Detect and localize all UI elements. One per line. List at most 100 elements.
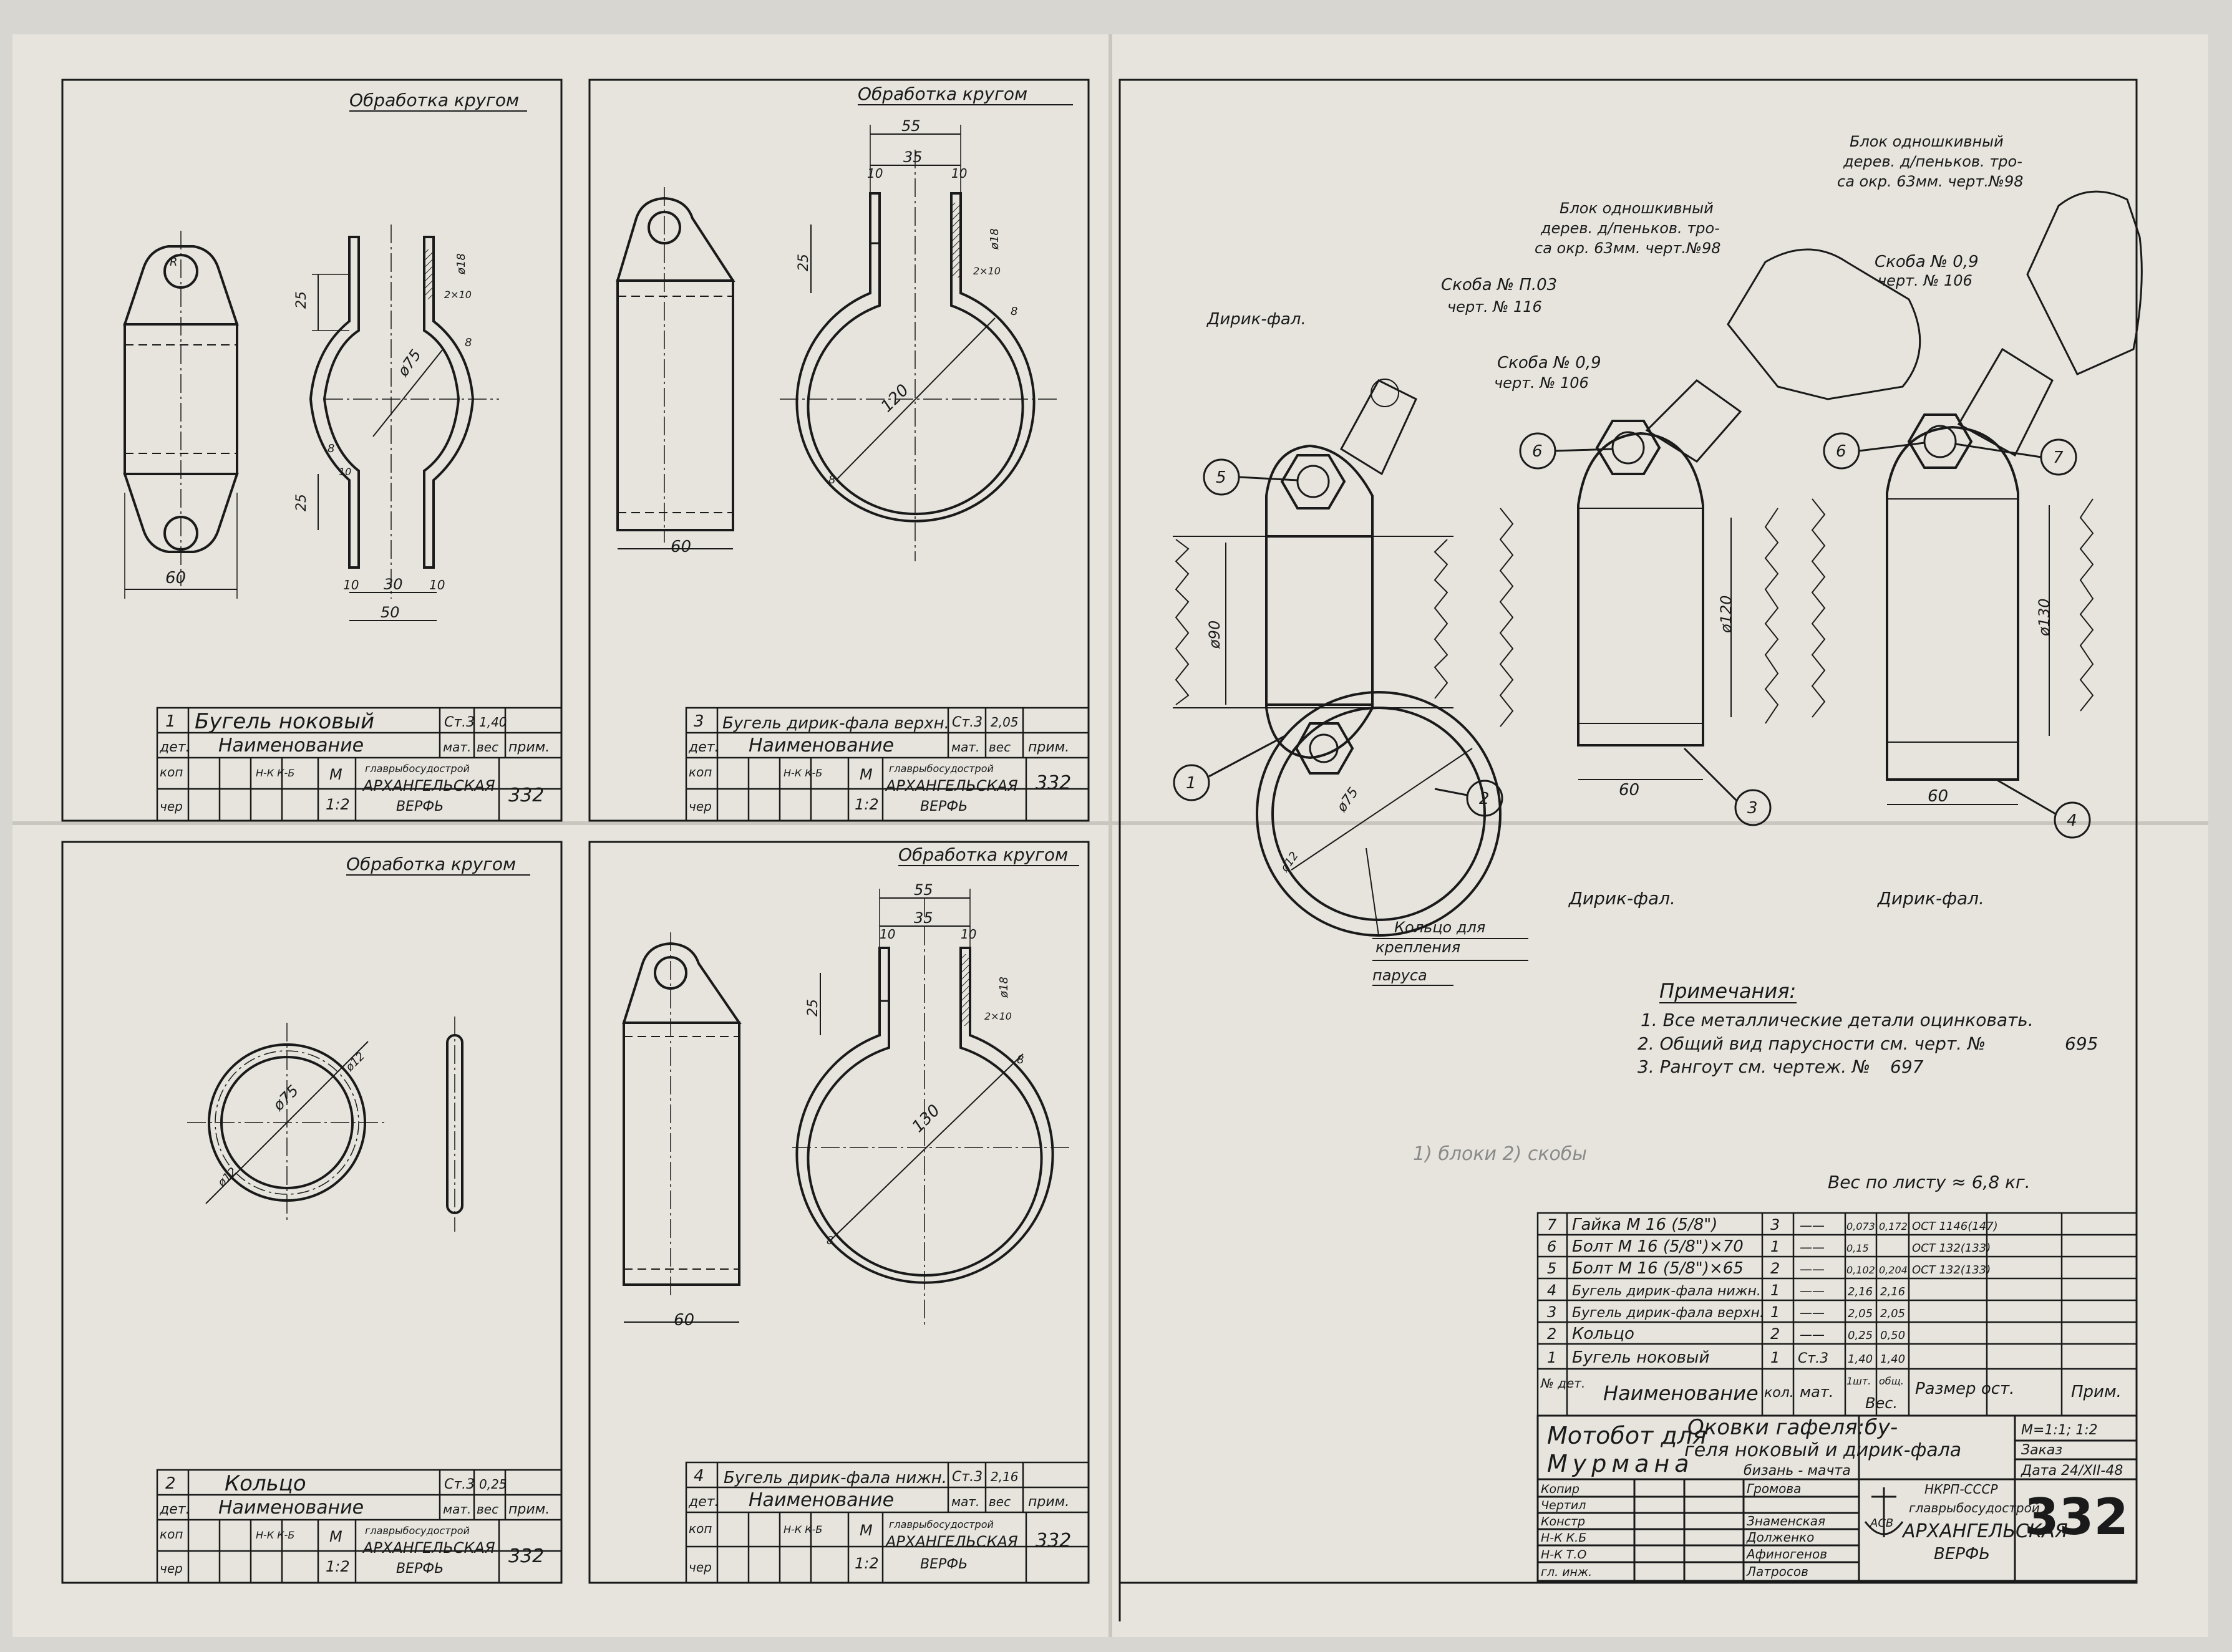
svg-text:геля ноковый и дирик-фала: геля ноковый и дирик-фала	[1684, 1439, 1961, 1461]
svg-text:332: 332	[1036, 1530, 1071, 1552]
svg-text:0,50: 0,50	[1880, 1329, 1905, 1342]
svg-text:60: 60	[671, 538, 691, 556]
svg-text:2,16: 2,16	[991, 1469, 1019, 1484]
svg-text:кол.: кол.	[1764, 1385, 1794, 1401]
bom-row-1: 1 Бугель ноковый 1 Ст.3 1,40 1,40	[1547, 1348, 1905, 1367]
svg-text:5: 5	[1547, 1260, 1556, 1277]
svg-text:1: 1	[1547, 1349, 1556, 1366]
bom-row-5: 5 Болт М 16 (5/8")×65 2 —— 0,102 0,204 О…	[1547, 1259, 1991, 1278]
svg-text:2: 2	[1770, 1325, 1780, 1343]
svg-text:ø130: ø130	[2035, 599, 2053, 637]
svg-text:ОСТ 1146(147): ОСТ 1146(147)	[1912, 1220, 1998, 1233]
svg-text:10: 10	[343, 577, 359, 592]
svg-text:0,172: 0,172	[1879, 1220, 1908, 1232]
svg-text:Блок одношкивный: Блок одношкивный	[1560, 200, 1714, 217]
svg-text:черт. № 116: черт. № 116	[1447, 298, 1542, 316]
svg-text:ø18: ø18	[455, 253, 468, 275]
svg-text:главрыбосудострой: главрыбосудострой	[365, 763, 470, 775]
svg-text:Дирик-фал.: Дирик-фал.	[1876, 888, 1984, 909]
svg-text:ВЕРФЬ: ВЕРФЬ	[396, 799, 444, 814]
svg-text:вес: вес	[477, 1502, 498, 1517]
svg-text:5: 5	[1216, 468, 1226, 487]
svg-text:10: 10	[880, 927, 895, 942]
svg-text:главрыбосудострой: главрыбосудострой	[889, 763, 994, 775]
svg-text:Кольцо для: Кольцо для	[1394, 919, 1485, 936]
svg-text:са окр. 63мм. черт.№98: са окр. 63мм. черт.№98	[1535, 239, 1721, 257]
svg-text:мат.: мат.	[1800, 1383, 1833, 1401]
svg-text:2,05: 2,05	[1880, 1307, 1905, 1320]
svg-text:Вес.: Вес.	[1865, 1394, 1898, 1412]
assembly-frame	[1118, 79, 2138, 1584]
svg-text:АРХАНГЕЛЬСКАЯ: АРХАНГЕЛЬСКАЯ	[362, 1539, 495, 1557]
svg-text:2×10: 2×10	[984, 1010, 1012, 1022]
svg-text:10: 10	[339, 466, 351, 478]
svg-text:2,16: 2,16	[1880, 1285, 1905, 1298]
svg-text:10: 10	[961, 927, 976, 942]
svg-text:ВЕРФЬ: ВЕРФЬ	[1934, 1545, 1990, 1563]
svg-text:Ст.3: Ст.3	[1798, 1351, 1828, 1366]
svg-text:дет.: дет.	[688, 740, 719, 755]
bom-row-6: 6 Болт М 16 (5/8")×70 1 —— 0,15 ОСТ 132(…	[1547, 1237, 1991, 1256]
svg-text:2: 2	[1770, 1260, 1780, 1277]
svg-text:Заказ: Заказ	[2021, 1442, 2062, 1458]
svg-text:332: 332	[508, 1545, 544, 1567]
svg-text:Скоба № 0,9: Скоба № 0,9	[1497, 354, 1601, 372]
svg-text:Ст.3: Ст.3	[444, 1477, 475, 1492]
svg-text:Болт М 16 (5/8")×65: Болт М 16 (5/8")×65	[1572, 1259, 1744, 1278]
svg-text:коп: коп	[160, 765, 183, 780]
svg-text:——: ——	[1800, 1218, 1825, 1233]
svg-text:695: 695	[2065, 1033, 2098, 1054]
svg-text:Скоба № 0,9: Скоба № 0,9	[1875, 253, 1979, 271]
svg-text:Прим.: Прим.	[2071, 1383, 2122, 1401]
bom-row-4: 4 Бугель дирик-фала нижн. 1 —— 2,16 2,16	[1547, 1282, 1905, 1299]
svg-text:35: 35	[903, 148, 923, 166]
svg-text:Ст.3: Ст.3	[952, 715, 983, 730]
svg-text:Знаменская: Знаменская	[1747, 1514, 1825, 1529]
svg-text:Н-К К-Б: Н-К К-Б	[784, 767, 822, 779]
processing-note: Обработка кругом	[349, 90, 519, 110]
svg-text:——: ——	[1800, 1262, 1825, 1277]
svg-text:Громова: Громова	[1747, 1481, 1801, 1496]
svg-text:Копир: Копир	[1541, 1482, 1579, 1496]
panel-4: Обработка кругом 60 55 35 10 10 25 130 8	[622, 844, 1090, 1584]
svg-text:3: 3	[694, 712, 704, 731]
svg-text:Наименование: Наименование	[1603, 1381, 1759, 1405]
svg-text:чер: чер	[160, 799, 183, 814]
svg-text:3: 3	[1747, 799, 1758, 818]
svg-text:10: 10	[429, 577, 445, 592]
svg-text:50: 50	[381, 604, 400, 621]
svg-text:7: 7	[2053, 448, 2064, 467]
svg-text:Наименование: Наименование	[749, 735, 894, 756]
svg-text:мат.: мат.	[951, 1494, 979, 1509]
svg-text:Ст.3: Ст.3	[444, 715, 475, 730]
svg-text:Афиногенов: Афиногенов	[1745, 1547, 1827, 1562]
panel-1: Обработка кругом 60 R 2	[123, 90, 563, 822]
svg-text:1: 1	[1770, 1282, 1780, 1299]
svg-text:8: 8	[827, 1234, 833, 1247]
svg-text:Констр: Констр	[1541, 1515, 1585, 1529]
svg-text:——: ——	[1800, 1283, 1825, 1298]
svg-text:Размер ост.: Размер ост.	[1915, 1379, 2014, 1398]
svg-text:паруса: паруса	[1372, 967, 1427, 984]
svg-text:Бугель дирик-фала верхн.: Бугель дирик-фала верхн.	[1572, 1305, 1764, 1321]
svg-text:Н-К К-Б: Н-К К-Б	[784, 1524, 822, 1535]
svg-text:0,25: 0,25	[1848, 1329, 1873, 1342]
svg-text:1:2: 1:2	[326, 1558, 350, 1575]
svg-text:Дата 24/XII-48: Дата 24/XII-48	[2021, 1463, 2123, 1479]
svg-text:АРХАНГЕЛЬСКАЯ: АРХАНГЕЛЬСКАЯ	[362, 777, 495, 795]
svg-text:3: 3	[1770, 1216, 1780, 1234]
svg-text:R: R	[170, 256, 178, 269]
svg-text:Гайка М 16 (5/8"): Гайка М 16 (5/8")	[1572, 1215, 1717, 1234]
svg-text:8: 8	[328, 442, 334, 455]
svg-text:2,05: 2,05	[1848, 1307, 1873, 1320]
svg-text:0,073: 0,073	[1846, 1220, 1875, 1232]
svg-text:Бугель дирик-фала верхн.: Бугель дирик-фала верхн.	[722, 714, 949, 733]
svg-text:10: 10	[867, 166, 883, 181]
svg-text:25: 25	[294, 291, 309, 309]
panel-2: Обработка кругом 60 55 35 10 10 25 120 8	[616, 84, 1090, 822]
svg-text:са окр. 63мм. черт.№98: са окр. 63мм. черт.№98	[1837, 173, 2024, 190]
svg-text:25: 25	[796, 254, 812, 271]
svg-text:ВЕРФЬ: ВЕРФЬ	[920, 1557, 968, 1572]
svg-text:——: ——	[1800, 1305, 1825, 1320]
